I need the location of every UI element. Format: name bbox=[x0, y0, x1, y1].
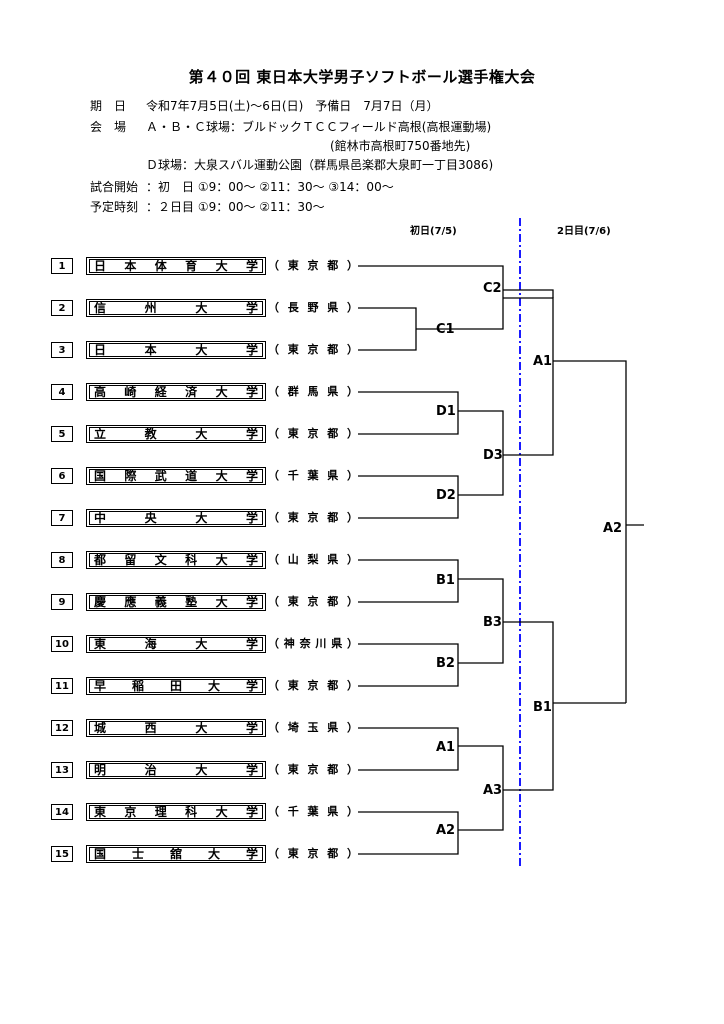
team-prefecture: （東京都） bbox=[268, 847, 358, 860]
day2-label: 2日目(7/6) bbox=[557, 226, 611, 237]
day1-label: 初日(7/5) bbox=[410, 226, 457, 237]
start-label: 試合開始 bbox=[90, 180, 139, 194]
venue-label: 会 場 bbox=[90, 120, 127, 134]
plan-value: ：２日目 ①9：00～ ②11：30～ bbox=[146, 200, 325, 214]
team-name: 明治大学 bbox=[89, 763, 263, 777]
match-a1-day1: A1 bbox=[436, 740, 456, 755]
match-a2-final: A2 bbox=[603, 521, 623, 536]
team-number: 13 bbox=[51, 762, 73, 778]
team-name: 東京理科大学 bbox=[89, 805, 263, 819]
team-name: 国際武道大学 bbox=[89, 469, 263, 483]
team-name-box: 東京理科大学 bbox=[86, 803, 266, 821]
team-prefecture: （東京都） bbox=[268, 763, 358, 776]
team-number: 11 bbox=[51, 678, 73, 694]
team-name-box: 高崎経済大学 bbox=[86, 383, 266, 401]
team-name: 国士舘大学 bbox=[89, 847, 263, 861]
team-prefecture: （群馬県） bbox=[268, 385, 358, 398]
team-name-box: 東海大学 bbox=[86, 635, 266, 653]
team-prefecture: （山梨県） bbox=[268, 553, 358, 566]
team-name-box: 明治大学 bbox=[86, 761, 266, 779]
team-number: 7 bbox=[51, 510, 73, 526]
team-name-box: 信州大学 bbox=[86, 299, 266, 317]
team-prefecture: （千葉県） bbox=[268, 805, 358, 818]
team-name: 都留文科大学 bbox=[89, 553, 263, 567]
venue-abc-address: (館林市高根町750番地先) bbox=[330, 139, 471, 153]
team-name: 立教大学 bbox=[89, 427, 263, 441]
team-prefecture: （東京都） bbox=[268, 427, 358, 440]
team-name-box: 日本体育大学 bbox=[86, 257, 266, 275]
match-d1: D1 bbox=[436, 404, 456, 419]
team-number: 12 bbox=[51, 720, 73, 736]
match-b3: B3 bbox=[483, 615, 502, 630]
team-prefecture: （埼玉県） bbox=[268, 721, 358, 734]
team-name: 慶應義塾大学 bbox=[89, 595, 263, 609]
team-number: 9 bbox=[51, 594, 73, 610]
team-prefecture: （神奈川県） bbox=[268, 637, 358, 650]
match-d2: D2 bbox=[436, 488, 456, 503]
dates-value: 令和7年7月5日(土)～6日(日) 予備日 7月7日（月） bbox=[146, 99, 439, 113]
team-name: 中央大学 bbox=[89, 511, 263, 525]
match-b1-day2: B1 bbox=[533, 700, 552, 715]
match-a1-day2: A1 bbox=[533, 354, 553, 369]
team-number: 5 bbox=[51, 426, 73, 442]
team-prefecture: （千葉県） bbox=[268, 469, 358, 482]
team-name-box: 国際武道大学 bbox=[86, 467, 266, 485]
team-name: 日本大学 bbox=[89, 343, 263, 357]
match-b1-day1: B1 bbox=[436, 573, 455, 588]
team-number: 2 bbox=[51, 300, 73, 316]
team-number: 10 bbox=[51, 636, 73, 652]
team-name: 早稲田大学 bbox=[89, 679, 263, 693]
team-name-box: 都留文科大学 bbox=[86, 551, 266, 569]
dates-label: 期 日 bbox=[90, 99, 127, 113]
team-name-box: 国士舘大学 bbox=[86, 845, 266, 863]
start-value: ：初 日 ①9：00～ ②11：30～ ③14：00～ bbox=[146, 180, 394, 194]
match-d3: D3 bbox=[483, 448, 503, 463]
team-prefecture: （東京都） bbox=[268, 511, 358, 524]
venue-abc: Ａ・Ｂ・Ｃ球場：ブルドックＴＣＣフィールド高根(高根運動場) bbox=[146, 120, 492, 134]
team-name: 高崎経済大学 bbox=[89, 385, 263, 399]
team-number: 4 bbox=[51, 384, 73, 400]
team-prefecture: （東京都） bbox=[268, 595, 358, 608]
venue-d: Ｄ球場：大泉スバル運動公園（群馬県邑楽郡大泉町一丁目3086) bbox=[146, 158, 494, 172]
team-name: 東海大学 bbox=[89, 637, 263, 651]
team-name: 信州大学 bbox=[89, 301, 263, 315]
team-prefecture: （長野県） bbox=[268, 301, 358, 314]
match-a2-day1: A2 bbox=[436, 823, 456, 838]
team-number: 1 bbox=[51, 258, 73, 274]
team-number: 14 bbox=[51, 804, 73, 820]
team-name-box: 早稲田大学 bbox=[86, 677, 266, 695]
match-b2: B2 bbox=[436, 656, 455, 671]
team-prefecture: （東京都） bbox=[268, 343, 358, 356]
team-prefecture: （東京都） bbox=[268, 679, 358, 692]
team-name-box: 立教大学 bbox=[86, 425, 266, 443]
team-number: 6 bbox=[51, 468, 73, 484]
plan-label: 予定時刻 bbox=[90, 200, 139, 214]
team-name-box: 中央大学 bbox=[86, 509, 266, 527]
team-name-box: 城西大学 bbox=[86, 719, 266, 737]
match-a3: A3 bbox=[483, 783, 503, 798]
page-title: 第４０回 東日本大学男子ソフトボール選手権大会 bbox=[188, 68, 536, 86]
team-prefecture: （東京都） bbox=[268, 259, 358, 272]
team-number: 3 bbox=[51, 342, 73, 358]
team-name: 日本体育大学 bbox=[89, 259, 263, 273]
team-name-box: 日本大学 bbox=[86, 341, 266, 359]
team-number: 15 bbox=[51, 846, 73, 862]
team-number: 8 bbox=[51, 552, 73, 568]
team-name: 城西大学 bbox=[89, 721, 263, 735]
team-name-box: 慶應義塾大学 bbox=[86, 593, 266, 611]
match-c2: C2 bbox=[483, 281, 502, 296]
match-c1: C1 bbox=[436, 322, 455, 337]
